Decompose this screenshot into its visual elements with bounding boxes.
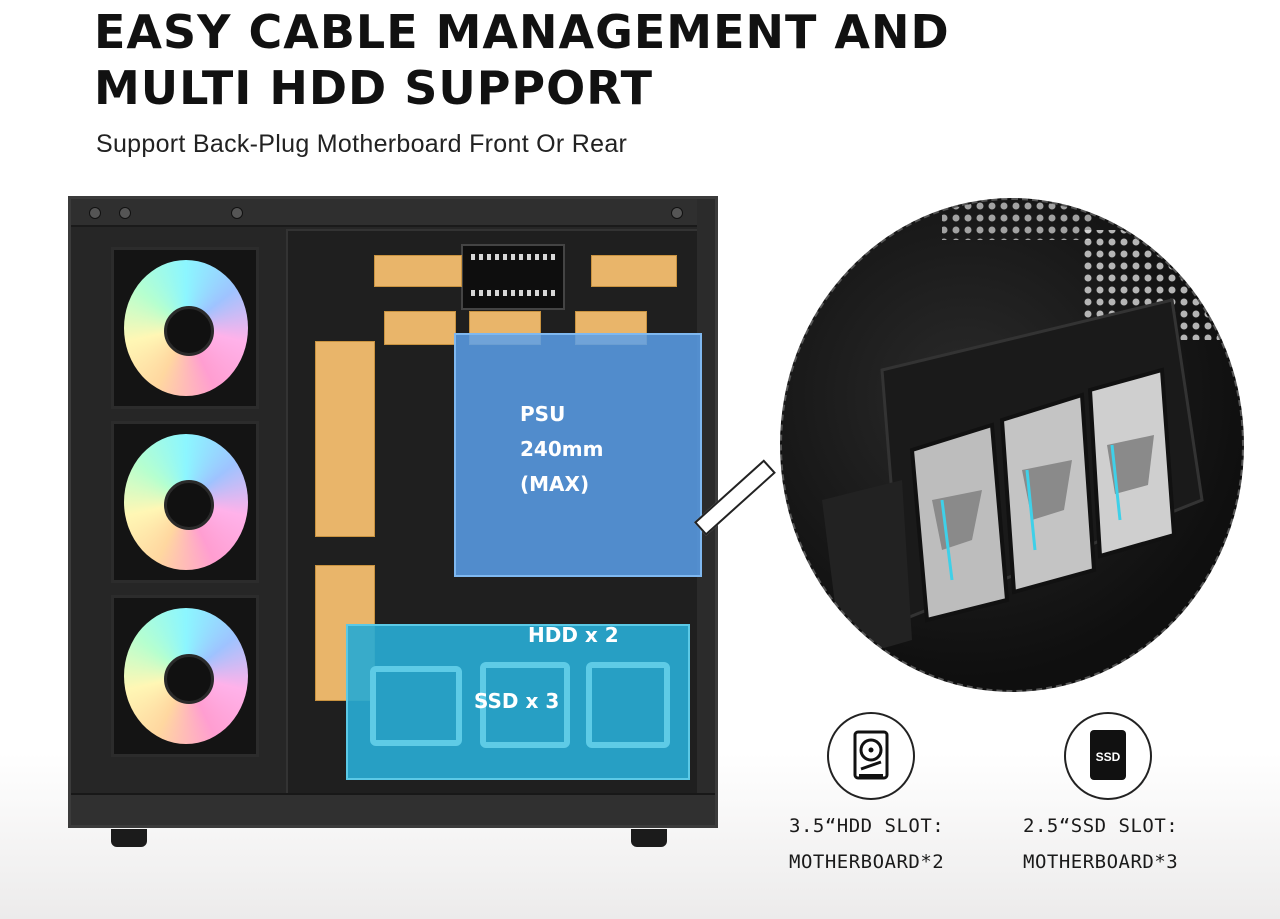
ssd-icon-label: SSD xyxy=(1096,750,1121,764)
hdd-slot-badge xyxy=(827,712,915,800)
screw xyxy=(671,207,683,219)
cable-cutout xyxy=(374,255,462,287)
hdd-slot-caption: 3.5“HDD SLOT: MOTHERBOARD*2 xyxy=(789,808,944,880)
screw xyxy=(119,207,131,219)
drive-slot xyxy=(586,662,670,748)
ssd-bracket-illustration xyxy=(822,200,1232,660)
drive-slot xyxy=(480,662,570,748)
rgb-fan-3 xyxy=(111,595,259,757)
psu-label-line-1: PSU xyxy=(520,402,566,426)
cable-cutout xyxy=(591,255,677,287)
page-title: EASY CABLE MANAGEMENT AND MULTI HDD SUPP… xyxy=(94,4,994,116)
ssd-count-label: SSD x 3 xyxy=(474,689,560,713)
ssd-slot-caption: 2.5“SSD SLOT: MOTHERBOARD*3 xyxy=(1023,808,1178,880)
ssd-bracket-detail-image xyxy=(780,198,1244,692)
drive-cage-area xyxy=(346,624,690,780)
ssd-icon: SSD xyxy=(1090,730,1126,780)
case-foot xyxy=(111,829,147,847)
case-bottom-rail xyxy=(71,793,715,825)
cable-cutout xyxy=(315,341,375,537)
rgb-fan-2 xyxy=(111,421,259,583)
psu-label: PSU 240mm (MAX) xyxy=(520,397,603,502)
title-line-1: EASY CABLE MANAGEMENT AND xyxy=(94,5,950,59)
screw xyxy=(231,207,243,219)
subtitle: Support Back-Plug Motherboard Front Or R… xyxy=(96,130,628,158)
ssd-slot-line-1: 2.5“SSD SLOT: xyxy=(1023,815,1179,837)
screw xyxy=(89,207,101,219)
psu-label-line-3: (MAX) xyxy=(520,472,590,496)
hdd-icon xyxy=(853,730,889,780)
ssd-slot-badge: SSD xyxy=(1064,712,1152,800)
hdd-slot-line-1: 3.5“HDD SLOT: xyxy=(789,815,945,837)
drive-slot xyxy=(370,666,462,746)
ssd-slot-line-2: MOTHERBOARD*3 xyxy=(1023,851,1179,873)
fan-icon xyxy=(124,608,248,744)
motherboard-connector xyxy=(461,244,565,310)
rgb-fan-1 xyxy=(111,247,259,409)
psu-label-line-2: 240mm xyxy=(520,437,604,461)
hdd-count-label: HDD x 2 xyxy=(528,623,619,647)
hdd-slot-line-2: MOTHERBOARD*2 xyxy=(789,851,945,873)
psu-area xyxy=(454,333,702,577)
cable-cutout xyxy=(384,311,456,345)
case-foot xyxy=(631,829,667,847)
case-top-rail xyxy=(71,199,715,227)
fan-icon xyxy=(124,434,248,570)
fan-icon xyxy=(124,260,248,396)
title-line-2: MULTI HDD SUPPORT xyxy=(94,61,653,115)
